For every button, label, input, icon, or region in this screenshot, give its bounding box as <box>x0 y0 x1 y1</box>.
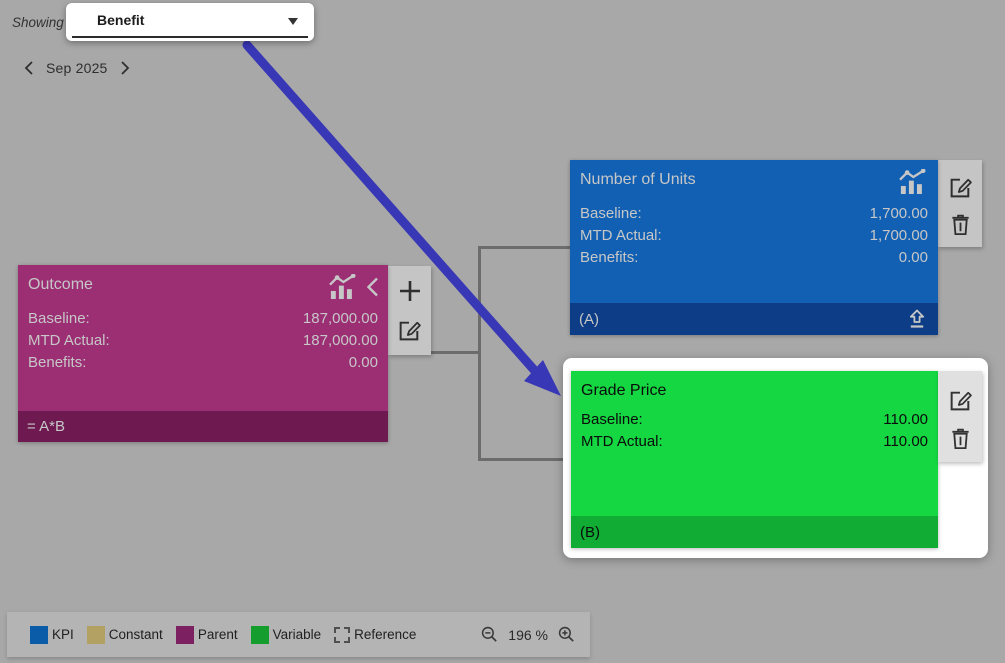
connector-line <box>478 246 570 249</box>
row-value: 110.00 <box>883 411 928 428</box>
row-label: Baseline: <box>581 411 643 428</box>
row-value: 187,000.00 <box>302 332 378 349</box>
showing-label: Showing <box>12 15 64 30</box>
variable-label: (B) <box>580 523 600 541</box>
card-footer-formula: = A*B <box>18 411 388 442</box>
view-selector-value: Benefit <box>97 11 145 28</box>
outcome-tool-panel <box>388 266 431 355</box>
legend-item-kpi: KPI <box>30 625 74 644</box>
card-grade-price[interactable]: Grade Price Baseline: 110.00 MTD Actual: 1… <box>571 371 938 548</box>
edit-node-button[interactable] <box>938 168 982 206</box>
row-label: MTD Actual: <box>28 332 110 349</box>
card-title: Grade Price <box>581 382 667 399</box>
row-value: 110.00 <box>883 433 928 450</box>
view-selector-field: Benefit <box>72 3 308 38</box>
connector-line <box>478 458 564 461</box>
legend-bar: KPI Constant Parent Variable Reference 1… <box>7 612 590 657</box>
card-footer-variable: (B) <box>571 516 938 548</box>
row-value: 1,700.00 <box>869 227 928 244</box>
delete-node-button[interactable] <box>938 206 982 244</box>
chevron-left-icon[interactable] <box>24 61 33 75</box>
row-value: 0.00 <box>898 249 928 266</box>
zoom-controls: 196 % <box>480 625 590 644</box>
legend-label: KPI <box>52 627 74 642</box>
card-footer-variable: (A) <box>570 303 938 335</box>
card-number-of-units[interactable]: Number of Units Baseline: 1,700.00 MTD Ac… <box>570 160 938 335</box>
legend-item-constant: Constant <box>86 625 163 644</box>
row-value: 187,000.00 <box>302 310 378 327</box>
connector-line <box>478 246 481 461</box>
kpi-swatch <box>30 625 48 644</box>
trash-icon <box>951 428 969 450</box>
legend-item-reference: Reference <box>334 626 417 643</box>
month-navigation: Sep 2025 <box>24 60 130 76</box>
edit-icon <box>950 391 972 410</box>
caret-down-icon <box>288 18 298 25</box>
card-outcome[interactable]: Outcome Baseline: 187,000.00 MTD Actual: 1… <box>18 265 388 442</box>
zoom-in-icon[interactable] <box>557 625 576 644</box>
delete-node-button[interactable] <box>938 419 982 459</box>
view-selector-dropdown[interactable]: Benefit <box>66 3 314 41</box>
units-tool-panel <box>938 160 982 247</box>
card-title: Outcome <box>28 276 93 293</box>
month-label: Sep 2025 <box>46 60 108 76</box>
legend-item-variable: Variable <box>250 625 322 644</box>
plus-icon <box>399 281 420 301</box>
zoom-out-icon[interactable] <box>480 625 499 644</box>
chevron-right-icon[interactable] <box>120 61 130 75</box>
reference-swatch <box>334 626 351 643</box>
row-label: Benefits: <box>580 249 639 266</box>
row-label: Baseline: <box>28 310 90 327</box>
trash-icon <box>951 214 969 236</box>
edit-icon <box>950 178 972 197</box>
card-title: Number of Units <box>580 171 696 188</box>
grade-price-tool-panel <box>938 371 982 462</box>
edit-node-button[interactable] <box>388 310 431 350</box>
legend-label: Variable <box>272 627 322 642</box>
legend-label: Parent <box>197 627 238 642</box>
analytics-icon[interactable] <box>897 169 928 194</box>
variable-label: (A) <box>579 310 599 328</box>
publish-icon[interactable] <box>905 307 929 331</box>
chevron-left-icon[interactable] <box>366 277 378 297</box>
legend-label: Constant <box>108 627 163 642</box>
row-label: MTD Actual: <box>581 433 663 450</box>
add-child-button[interactable] <box>388 272 431 310</box>
constant-swatch <box>86 625 105 644</box>
connector-line <box>431 351 478 354</box>
row-label: MTD Actual: <box>580 227 662 244</box>
formula-label: = A*B <box>27 418 65 435</box>
legend-label: Reference <box>354 627 417 642</box>
zoom-level: 196 % <box>508 626 548 643</box>
parent-swatch <box>175 625 194 644</box>
variable-swatch <box>250 625 269 644</box>
row-value: 0.00 <box>348 354 378 371</box>
legend-item-parent: Parent <box>175 625 238 644</box>
row-value: 1,700.00 <box>869 205 928 222</box>
row-label: Benefits: <box>28 354 87 371</box>
edit-node-button[interactable] <box>938 381 982 419</box>
edit-icon <box>399 321 421 340</box>
analytics-icon[interactable] <box>327 274 358 299</box>
row-label: Baseline: <box>580 205 642 222</box>
